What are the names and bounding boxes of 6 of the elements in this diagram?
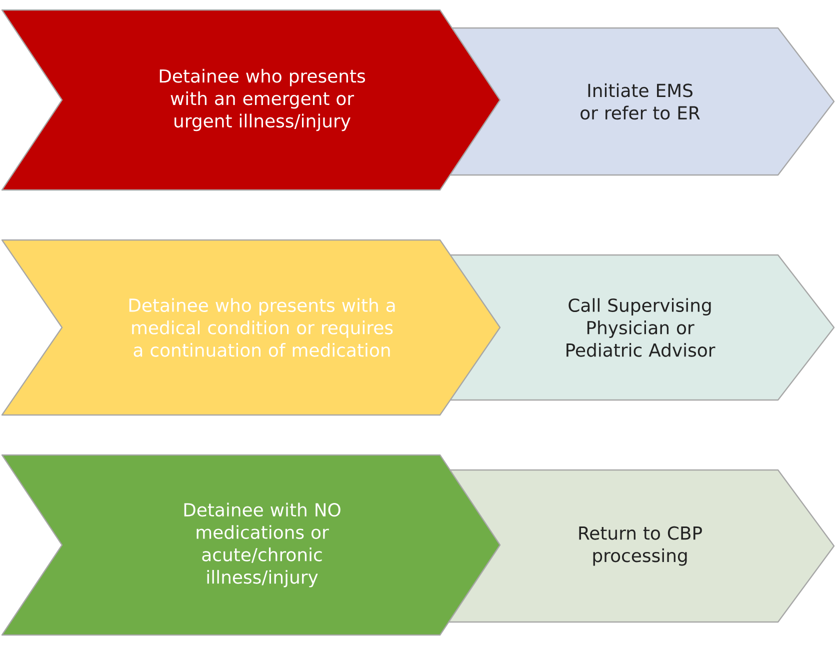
step-box: Return to CBP processing <box>439 469 835 623</box>
step-box: Call Supervising Physician or Pediatric Advisor <box>439 254 835 401</box>
step-box: Detainee with NO medications or acute/chronic illness/injury <box>1 454 501 636</box>
step-box: Detainee who presents with an emergent or urgent illness/injury <box>1 9 501 191</box>
step-box: Detainee who presents with a medical condition or requires a continuation of medication <box>1 239 501 416</box>
step-box: Initiate EMS or refer to ER <box>439 27 835 176</box>
